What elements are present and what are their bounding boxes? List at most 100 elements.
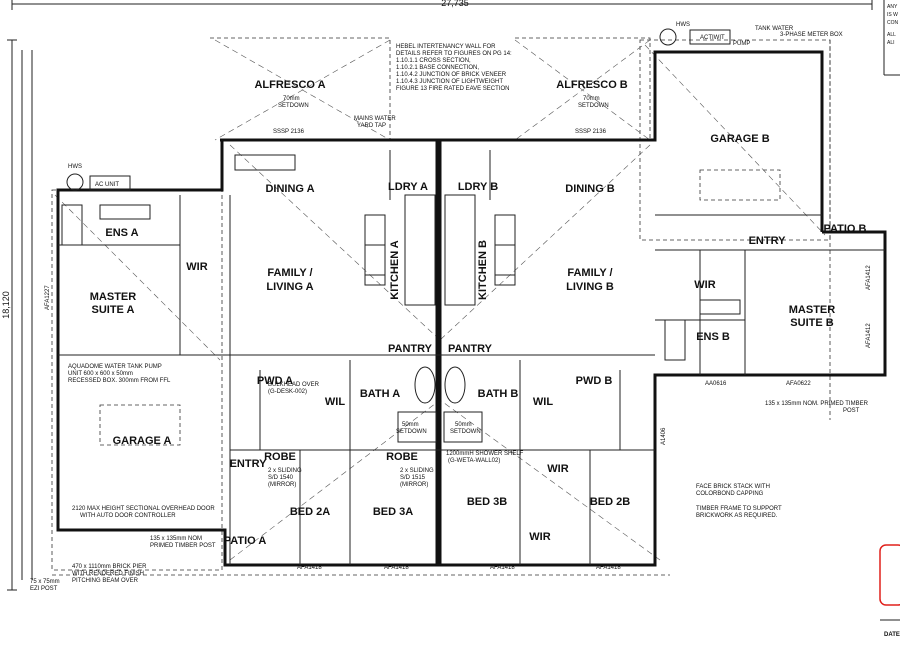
bath-a-label: BATH A bbox=[360, 388, 400, 400]
ezi-post-note-1: 75 x 75mm bbox=[30, 579, 60, 585]
ldry-b-label: LDRY B bbox=[458, 181, 498, 193]
side-text-5: ALI bbox=[887, 40, 895, 46]
entry-a-label: ENTRY bbox=[230, 458, 268, 470]
side-text-1: ANY bbox=[887, 4, 898, 10]
wir-bed3b-label: WIR bbox=[547, 463, 568, 475]
external-walls bbox=[56, 50, 887, 567]
hebel-note-2: DETAILS REFER TO FIGURES ON PG 14: bbox=[396, 51, 512, 57]
garage-door-note-2: WITH AUTO DOOR CONTROLLER bbox=[80, 513, 176, 519]
ldry-a-label: LDRY A bbox=[388, 181, 428, 193]
setdown50-a-1: 50mm bbox=[402, 422, 419, 428]
aquadome-note-2: UNIT 600 x 600 x 50mm bbox=[68, 371, 133, 377]
master-a-label: MASTER bbox=[90, 291, 137, 303]
wir-b-label: WIR bbox=[694, 279, 715, 291]
room-labels: ALFRESCO A ALFRESCO B DINING A DINING B … bbox=[90, 79, 867, 547]
roof-diagonals bbox=[54, 39, 826, 561]
main-water-note-2: YARD TAP bbox=[357, 123, 386, 129]
red-stamp-box bbox=[879, 544, 900, 606]
wil-a-label: WIL bbox=[325, 396, 345, 408]
face-brick-note-2: COLORBOND CAPPING bbox=[696, 491, 764, 497]
shower-shelf-note-2: (G-WETA-WALL02) bbox=[448, 458, 500, 464]
sliding-a-note-2: S/D 1540 bbox=[268, 475, 294, 481]
sliding-a-note-1: 2 x SLIDING bbox=[268, 468, 302, 474]
three-phase-note: 3-PHASE METER BOX bbox=[780, 32, 843, 38]
tank-water-note: TANK WATER bbox=[755, 26, 794, 32]
sliding-b-note-2: S/D 1515 bbox=[400, 475, 426, 481]
fixtures bbox=[61, 28, 741, 443]
entry-b-label: ENTRY bbox=[749, 235, 787, 247]
family-a-label: FAMILY / bbox=[267, 267, 312, 279]
sssp-a-note: SSSP 2136 bbox=[273, 129, 305, 135]
alfresco-b-label: ALFRESCO B bbox=[556, 79, 628, 91]
family-a-label-2: LIVING A bbox=[266, 281, 313, 293]
kitchen-a-label: KITCHEN A bbox=[389, 240, 401, 300]
bulkhead-note-2: (G-DESK-002) bbox=[268, 389, 307, 395]
hebel-note-5: 1.10.4.2 JUNCTION OF BRICK VENEER bbox=[396, 72, 507, 78]
brick-pier-note-2: WITH RENDERED FINISH bbox=[72, 571, 144, 577]
setdown50-a-2: SETDOWN bbox=[396, 429, 427, 435]
code-afa-3: AFA1418 bbox=[490, 565, 515, 571]
bed3a-label: BED 3A bbox=[373, 506, 413, 518]
pwd-a-label: PWD A bbox=[257, 375, 293, 387]
notes: HEBEL INTERTENANCY WALL FOR DETAILS REFE… bbox=[30, 22, 869, 592]
code-a1406: A1406 bbox=[661, 427, 667, 445]
ac-unit-note: AC UNIT bbox=[95, 182, 119, 188]
code-afa1412-1: AFA1412 bbox=[866, 265, 872, 290]
setdown50-b-1: 50mm bbox=[455, 422, 472, 428]
dining-b-label: DINING B bbox=[565, 183, 615, 195]
face-brick-note-1: FACE BRICK STACK WITH bbox=[696, 484, 770, 490]
hws-note-a: HWS bbox=[68, 164, 82, 170]
date-label: DATE bbox=[884, 632, 900, 638]
wir-a-label: WIR bbox=[186, 261, 207, 273]
hws-note-b: HWS bbox=[676, 22, 690, 28]
alfresco-a-label: ALFRESCO A bbox=[254, 79, 325, 91]
sssp-b-note: SSSP 2136 bbox=[575, 129, 607, 135]
side-panel: ANY IS W CON ALL ALI DATE bbox=[879, 0, 900, 638]
bed3b-label: BED 3B bbox=[467, 496, 507, 508]
dimension-lines bbox=[7, 0, 873, 591]
timber-frame-note-1: TIMBER FRAME TO SUPPORT bbox=[696, 506, 782, 512]
tank-boxes bbox=[99, 169, 781, 446]
code-afa1227: AFA1227 bbox=[45, 285, 51, 310]
dining-a-label: DINING A bbox=[265, 183, 314, 195]
ens-b-label: ENS B bbox=[696, 331, 730, 343]
garage-b-label: GARAGE B bbox=[710, 133, 769, 145]
wir-bed2b-label: WIR bbox=[529, 531, 550, 543]
code-afa-2: AFA1418 bbox=[384, 565, 409, 571]
setdown-b-2: SETDOWN bbox=[578, 103, 609, 109]
main-water-note-1: MAINS WATER bbox=[354, 116, 396, 122]
bath-b-label: BATH B bbox=[478, 388, 519, 400]
post-a-note-1: 135 x 135mm NOM bbox=[150, 536, 202, 542]
family-b-label: FAMILY / bbox=[567, 267, 612, 279]
family-b-label-2: LIVING B bbox=[566, 281, 614, 293]
sliding-b-note-3: (MIRROR) bbox=[400, 482, 428, 488]
master-b-label-2: SUITE B bbox=[790, 317, 833, 329]
overall-depth-dim: 18,120 bbox=[1, 291, 11, 319]
setdown50-b-2: SETDOWN bbox=[450, 429, 481, 435]
overall-width-dim: 27,735 bbox=[441, 0, 469, 8]
hebel-note-4: 1.10.2.1 BASE CONNECTION, bbox=[396, 65, 479, 71]
hebel-note-6: 1.10.4.3 JUNCTION OF LIGHTWEIGHT bbox=[396, 79, 503, 85]
code-afa-1: AFA1418 bbox=[297, 565, 322, 571]
wil-b-label: WIL bbox=[533, 396, 553, 408]
post-a-note-2: PRIMED TIMBER POST bbox=[150, 543, 216, 549]
window-codes: AFA1418 AFA1418 AFA1418 AFA1418 AFA1227 … bbox=[45, 265, 872, 571]
side-text-4: ALL bbox=[887, 32, 896, 38]
sliding-a-note-3: (MIRROR) bbox=[268, 482, 296, 488]
garage-door-note-1: 2120 MAX HEIGHT SECTIONAL OVERHEAD DOOR bbox=[72, 506, 215, 512]
code-afa-4: AFA1418 bbox=[596, 565, 621, 571]
pump-note: PUMP bbox=[733, 41, 750, 47]
ens-a-label: ENS A bbox=[105, 227, 138, 239]
bed2b-label: BED 2B bbox=[590, 496, 630, 508]
aquadome-note-1: AQUADOME WATER TANK PUMP bbox=[68, 364, 162, 370]
ezi-post-note-2: EZI POST bbox=[30, 586, 58, 592]
master-b-label: MASTER bbox=[789, 304, 836, 316]
patio-a-label: PATIO A bbox=[224, 535, 267, 547]
post-b-note-1: 135 x 135mm NOM. PRIMED TIMBER bbox=[765, 401, 869, 407]
post-b-note-2: POST bbox=[843, 408, 860, 414]
aquadome-note-3: RECESSED BOX. 300mm FROM FFL bbox=[68, 378, 171, 384]
code-afa1412-2: AFA1412 bbox=[866, 323, 872, 348]
patio-b-label: PATIO B bbox=[824, 223, 867, 235]
hebel-note-3: 1.10.1.1 CROSS SECTION, bbox=[396, 58, 471, 64]
